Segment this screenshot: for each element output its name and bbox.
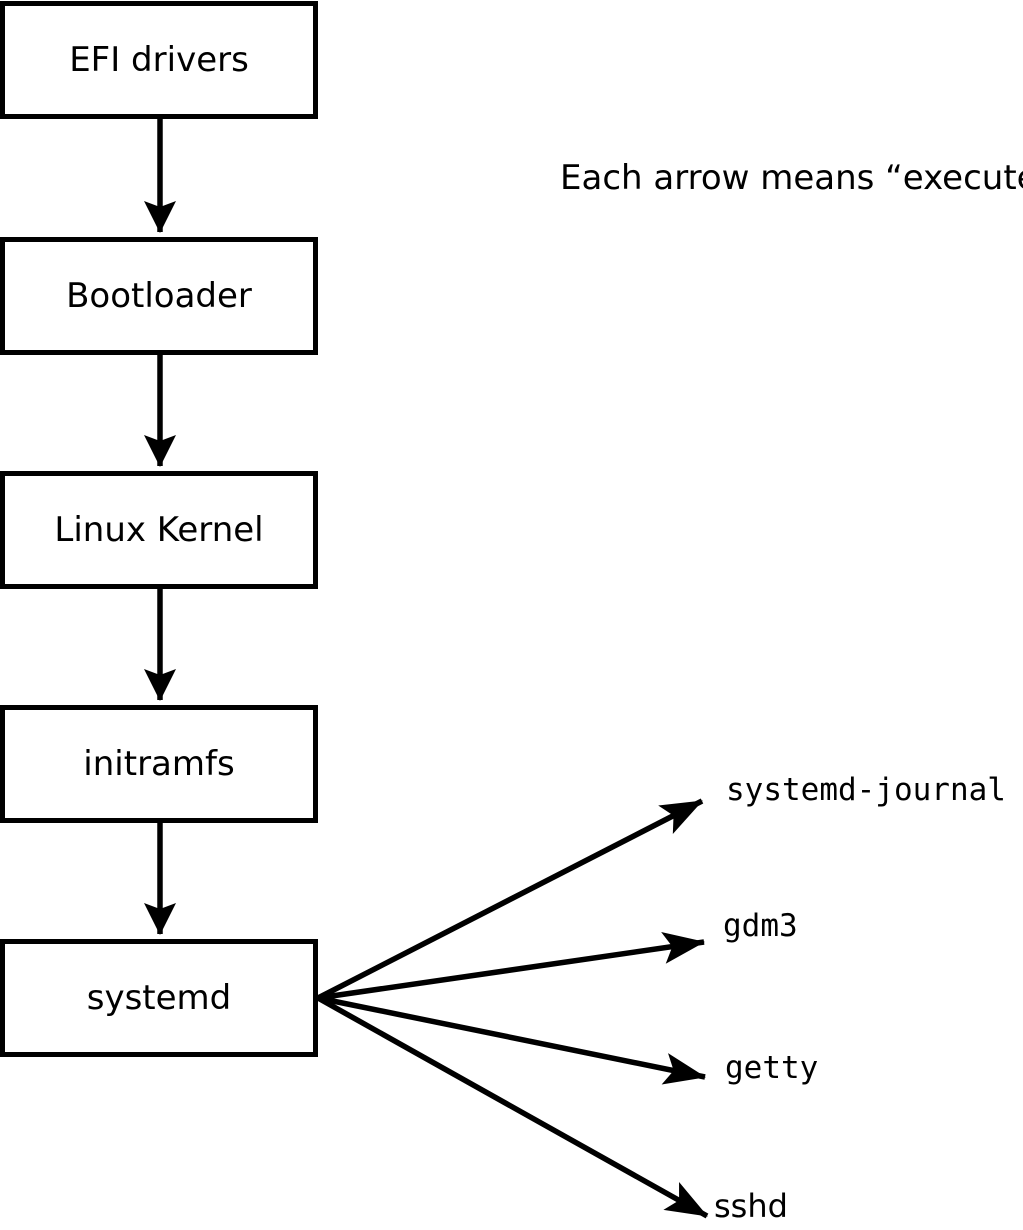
- process-label-sshd: sshd: [714, 1187, 788, 1225]
- node-linux-kernel-label: Linux Kernel: [54, 510, 264, 550]
- process-label-gdm3: gdm3: [723, 908, 798, 944]
- process-label-systemd-journal: systemd-journal: [726, 772, 1006, 808]
- node-bootloader: Bootloader: [0, 237, 318, 355]
- edge-systemd-systemd-journal: [316, 798, 704, 1001]
- node-efi-drivers-label: EFI drivers: [69, 40, 249, 80]
- node-bootloader-label: Bootloader: [66, 276, 252, 316]
- node-initramfs-label: initramfs: [83, 744, 235, 784]
- node-efi-drivers: EFI drivers: [0, 1, 318, 119]
- arrow-meaning-note: Each arrow means “executes”.: [560, 158, 1023, 198]
- node-systemd-label: systemd: [86, 978, 232, 1018]
- edge-systemd-sshd: [316, 995, 709, 1219]
- edge-systemd-getty: [317, 995, 706, 1085]
- node-systemd: systemd: [0, 939, 318, 1057]
- node-linux-kernel: Linux Kernel: [0, 471, 318, 589]
- process-label-getty: getty: [725, 1050, 819, 1086]
- edge-systemd-gdm3: [317, 932, 705, 1001]
- node-initramfs: initramfs: [0, 705, 318, 823]
